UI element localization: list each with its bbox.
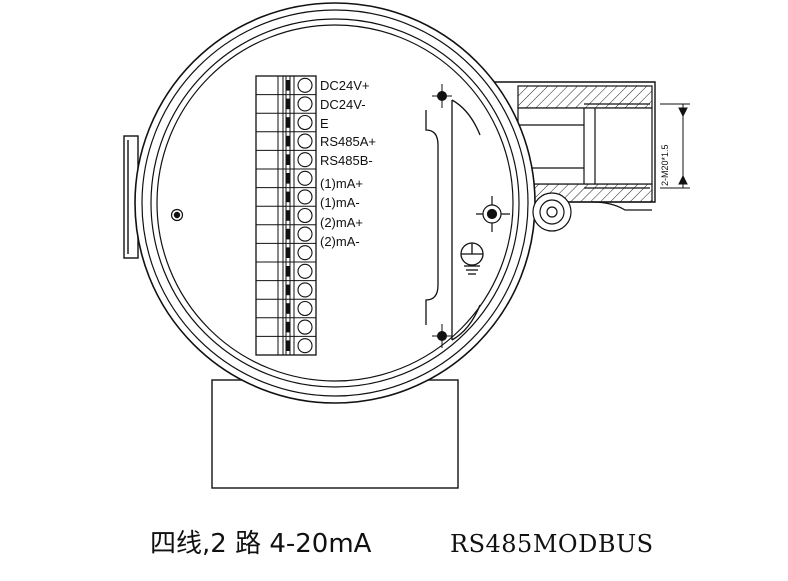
terminal-clamp <box>286 173 290 184</box>
internal-bracket <box>425 99 481 341</box>
terminal-clamp <box>286 117 290 128</box>
terminal-screw <box>297 282 313 298</box>
terminal-block <box>255 75 317 356</box>
screw-hole-left <box>170 208 184 222</box>
caption-wiring-type: 四线,2 路 4-20mA <box>150 529 372 559</box>
terminal-clamp <box>286 210 290 221</box>
terminal-screw <box>297 319 313 335</box>
gland-cross-section <box>517 85 653 211</box>
terminal-label: (1)mA+ <box>320 176 363 191</box>
terminal-screw <box>297 170 313 186</box>
terminal-labels: DC24V+ DC24V- E RS485A+ RS485B- (1)mA+ (… <box>320 78 376 249</box>
terminal-label: DC24V+ <box>320 78 370 93</box>
terminal-clamp <box>286 284 290 296</box>
terminal-screw <box>297 96 313 112</box>
terminal-clamp <box>286 191 290 203</box>
terminal-clamp <box>286 303 290 314</box>
mount-hole-bottom <box>432 324 452 348</box>
terminal-clamp <box>286 247 290 258</box>
ground-terminal-icon <box>460 242 484 275</box>
terminal-clamp <box>286 340 290 351</box>
terminal-label: DC24V- <box>320 97 366 112</box>
terminal-screw <box>297 77 313 93</box>
terminal-screw <box>297 226 313 242</box>
terminal-label: (1)mA- <box>320 195 360 210</box>
terminal-label: RS485A+ <box>320 134 376 149</box>
thread-size-label: 2-M20*1.5 <box>660 144 670 186</box>
terminal-screw <box>297 133 313 149</box>
terminal-screw <box>297 207 313 224</box>
terminal-label: RS485B- <box>320 153 373 168</box>
terminal-clamp <box>286 321 290 333</box>
terminal-label: (2)mA+ <box>320 215 363 230</box>
terminal-screw <box>297 338 313 354</box>
terminal-label: (2)mA- <box>320 234 360 249</box>
terminal-clamp <box>286 80 290 91</box>
terminal-clamp <box>286 154 290 165</box>
terminal-clamp <box>286 228 290 240</box>
terminal-screw <box>297 300 313 317</box>
terminal-screw <box>297 152 313 168</box>
terminal-screw <box>297 189 313 205</box>
dimension-mark <box>660 103 690 189</box>
caption-protocol: RS485MODBUS <box>450 530 654 558</box>
screw-hole-center <box>476 196 510 232</box>
terminal-screw <box>297 245 313 261</box>
terminal-clamp <box>286 266 290 277</box>
terminal-label: E <box>320 116 329 131</box>
screw-hole-right <box>532 192 572 232</box>
mount-hole-top <box>432 84 452 108</box>
terminal-clamp <box>286 98 290 110</box>
terminal-screw <box>297 114 313 131</box>
terminal-screw <box>297 263 313 279</box>
terminal-clamp <box>286 135 290 147</box>
housing-outer-ring <box>134 2 536 404</box>
